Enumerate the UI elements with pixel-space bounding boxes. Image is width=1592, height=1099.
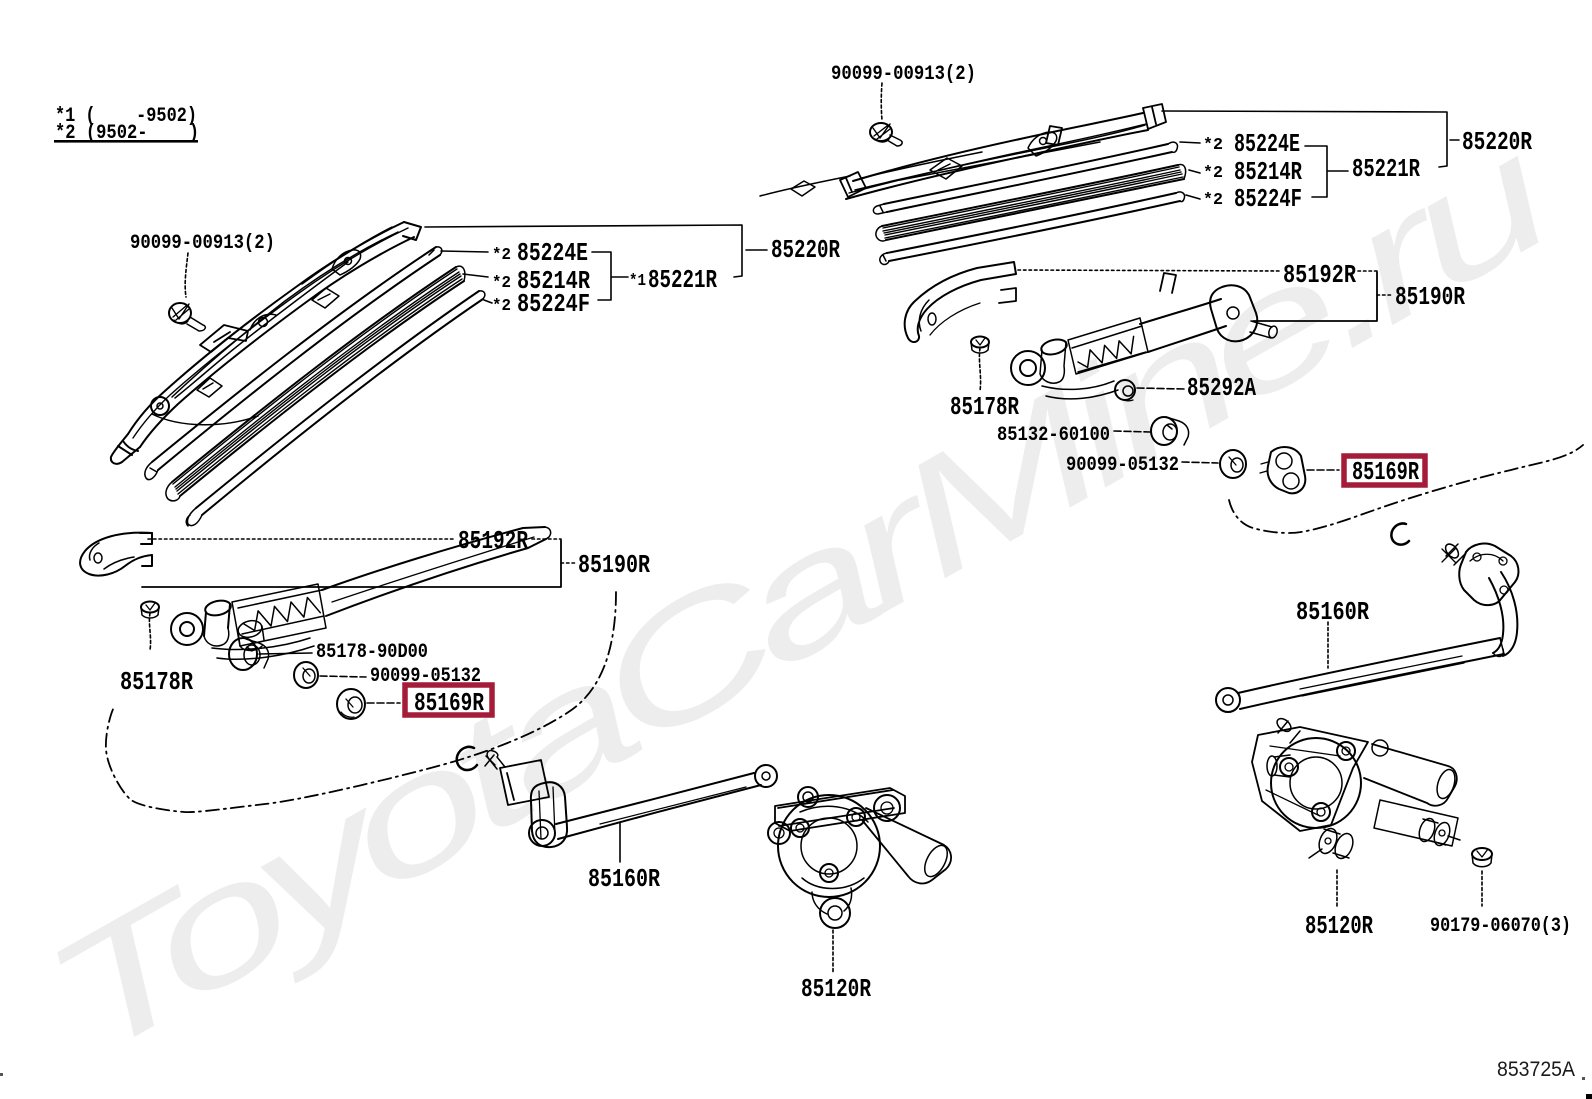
svg-text:*2 (9502- ): *2 (9502- ) bbox=[55, 122, 199, 145]
svg-text:*2: *2 bbox=[492, 297, 511, 316]
svg-text:*2: *2 bbox=[1203, 164, 1223, 183]
svg-text:85160R: 85160R bbox=[1296, 597, 1369, 627]
svg-text:85178-90D00: 85178-90D00 bbox=[316, 641, 428, 664]
svg-text:85169R: 85169R bbox=[414, 688, 484, 718]
svg-text:85169R: 85169R bbox=[1352, 457, 1419, 487]
svg-text:*2: *2 bbox=[1203, 191, 1223, 210]
svg-text:*2: *2 bbox=[492, 274, 511, 293]
svg-text:85224F: 85224F bbox=[1234, 184, 1302, 214]
svg-text:85192R: 85192R bbox=[1283, 260, 1356, 290]
svg-text:85224F: 85224F bbox=[517, 289, 590, 319]
svg-text:90099-05132: 90099-05132 bbox=[1066, 454, 1179, 477]
svg-text:90099-05132: 90099-05132 bbox=[370, 665, 481, 688]
svg-text:85120R: 85120R bbox=[801, 974, 871, 1004]
svg-text:85214R: 85214R bbox=[1234, 157, 1302, 187]
svg-text:85190R: 85190R bbox=[578, 550, 650, 580]
svg-text:90179-06070(3): 90179-06070(3) bbox=[1430, 915, 1571, 938]
svg-text:85178R: 85178R bbox=[950, 392, 1019, 422]
svg-text:853725A: 853725A bbox=[1497, 1058, 1575, 1081]
svg-text:85178R: 85178R bbox=[120, 667, 193, 697]
svg-text:85214R: 85214R bbox=[517, 266, 590, 296]
svg-text:85120R: 85120R bbox=[1305, 911, 1373, 941]
svg-text:*1 ( -9502): *1 ( -9502) bbox=[55, 105, 197, 128]
svg-text:*2: *2 bbox=[492, 246, 511, 265]
svg-text:85220R: 85220R bbox=[771, 235, 840, 265]
svg-text:85221R: 85221R bbox=[648, 265, 717, 295]
svg-text:90099-00913(2): 90099-00913(2) bbox=[130, 232, 275, 255]
svg-text:85224E: 85224E bbox=[1234, 129, 1300, 159]
svg-text:85224E: 85224E bbox=[517, 238, 588, 268]
svg-text:*1: *1 bbox=[629, 272, 646, 291]
svg-text:90099-00913(2): 90099-00913(2) bbox=[831, 63, 976, 86]
svg-text:*2: *2 bbox=[1203, 136, 1223, 155]
svg-text:85160R: 85160R bbox=[588, 864, 660, 894]
svg-text:85192R: 85192R bbox=[458, 526, 528, 556]
svg-text:85190R: 85190R bbox=[1395, 282, 1465, 312]
svg-text:85220R: 85220R bbox=[1462, 127, 1532, 157]
svg-text:85221R: 85221R bbox=[1352, 154, 1420, 184]
svg-text:85132-60100: 85132-60100 bbox=[997, 424, 1110, 447]
svg-text:85292A: 85292A bbox=[1187, 373, 1256, 403]
